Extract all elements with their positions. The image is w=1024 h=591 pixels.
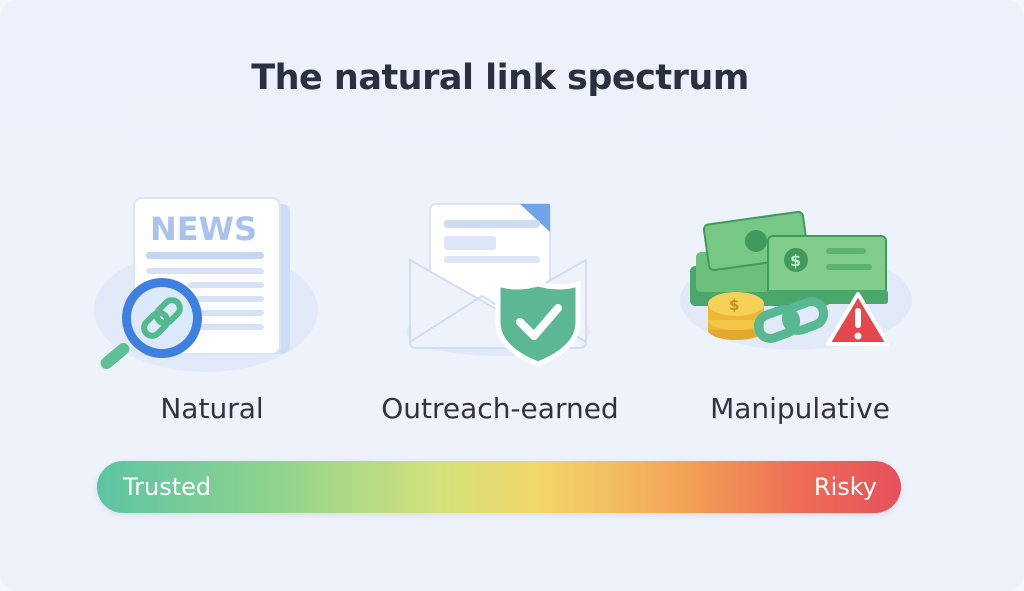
broken-link-icon xyxy=(753,297,829,343)
money-link-warning-icon: $ $ xyxy=(680,210,912,350)
warning-icon xyxy=(826,292,890,346)
category-label-manipulative: Manipulative xyxy=(710,392,890,425)
spectrum-label-risky: Risky xyxy=(813,473,877,501)
category-label-outreach-earned: Outreach-earned xyxy=(381,392,619,425)
svg-text:$: $ xyxy=(729,296,739,314)
coin-stack-icon: $ xyxy=(708,292,764,340)
envelope-shield-check-icon xyxy=(406,203,590,367)
cash-stack-icon: $ xyxy=(690,210,888,306)
spectrum-label-trusted: Trusted xyxy=(123,473,212,501)
trust-spectrum-bar: Trusted Risky xyxy=(97,461,901,513)
svg-text:$: $ xyxy=(790,251,801,270)
news-heading-text: NEWS xyxy=(150,210,257,248)
page-title: The natural link spectrum xyxy=(251,58,749,98)
category-label-natural: Natural xyxy=(160,392,264,425)
newspaper-magnifier-icon: NEWS xyxy=(94,197,318,372)
